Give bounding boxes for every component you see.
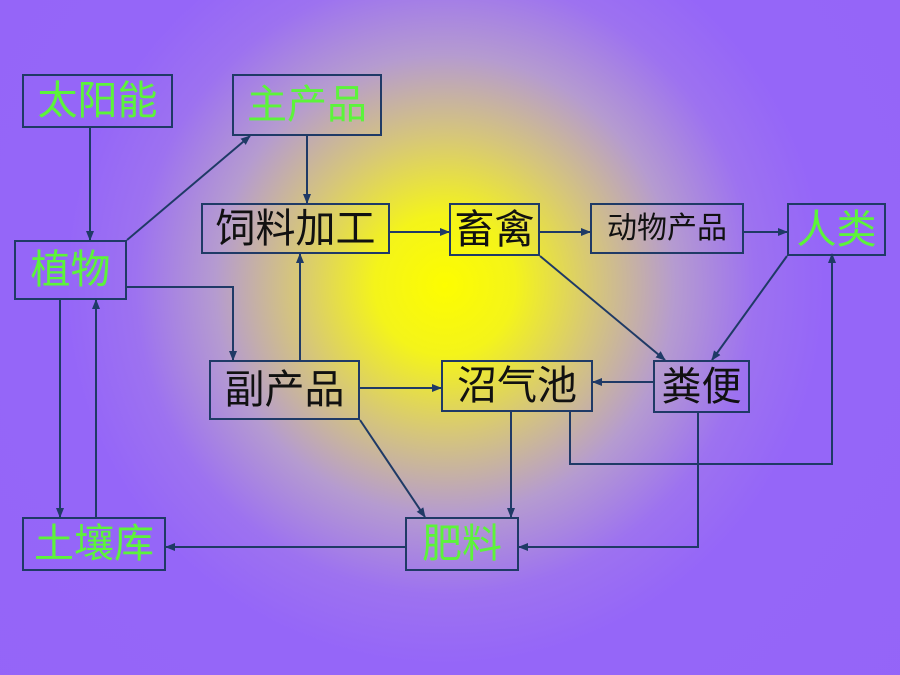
node-livestock: 畜禽 <box>449 203 540 256</box>
node-soil-bank: 土壤库 <box>22 517 166 571</box>
node-main-product: 主产品 <box>232 74 382 136</box>
node-main-product-label: 主产品 <box>247 82 367 128</box>
arrow-livestock-to-manure <box>539 255 666 361</box>
node-feed-processing-label: 饲料加工 <box>215 205 376 252</box>
node-soil-bank-label: 土壤库 <box>34 521 154 567</box>
node-animal-product-label: 动物产品 <box>607 210 727 246</box>
node-fertilizer-label: 肥料 <box>422 521 502 567</box>
node-biogas-pool: 沼气池 <box>441 360 593 412</box>
node-human-label: 人类 <box>796 206 877 253</box>
node-human: 人类 <box>787 203 886 256</box>
arrow-by-product-to-fertilizer <box>359 419 426 518</box>
node-plant-label: 植物 <box>30 247 111 293</box>
node-manure: 粪便 <box>653 360 750 413</box>
node-by-product: 副产品 <box>209 360 360 420</box>
arrow-plant-to-main-product <box>126 135 251 241</box>
arrow-human-to-manure <box>711 255 788 361</box>
node-solar-energy-label: 太阳能 <box>37 78 158 124</box>
arrow-manure-to-fertilizer <box>518 412 699 551</box>
node-animal-product: 动物产品 <box>590 203 744 254</box>
node-by-product-label: 副产品 <box>224 367 345 413</box>
node-livestock-label: 畜禽 <box>454 206 535 253</box>
node-manure-label: 粪便 <box>661 363 742 410</box>
node-plant: 植物 <box>14 240 127 300</box>
arrow-plant-to-by-product <box>127 286 237 361</box>
node-fertilizer: 肥料 <box>405 517 519 571</box>
node-solar-energy: 太阳能 <box>22 74 173 128</box>
arrow-biogas-to-human <box>569 253 836 465</box>
node-biogas-pool-label: 沼气池 <box>457 363 577 409</box>
node-feed-processing: 饲料加工 <box>201 203 390 254</box>
